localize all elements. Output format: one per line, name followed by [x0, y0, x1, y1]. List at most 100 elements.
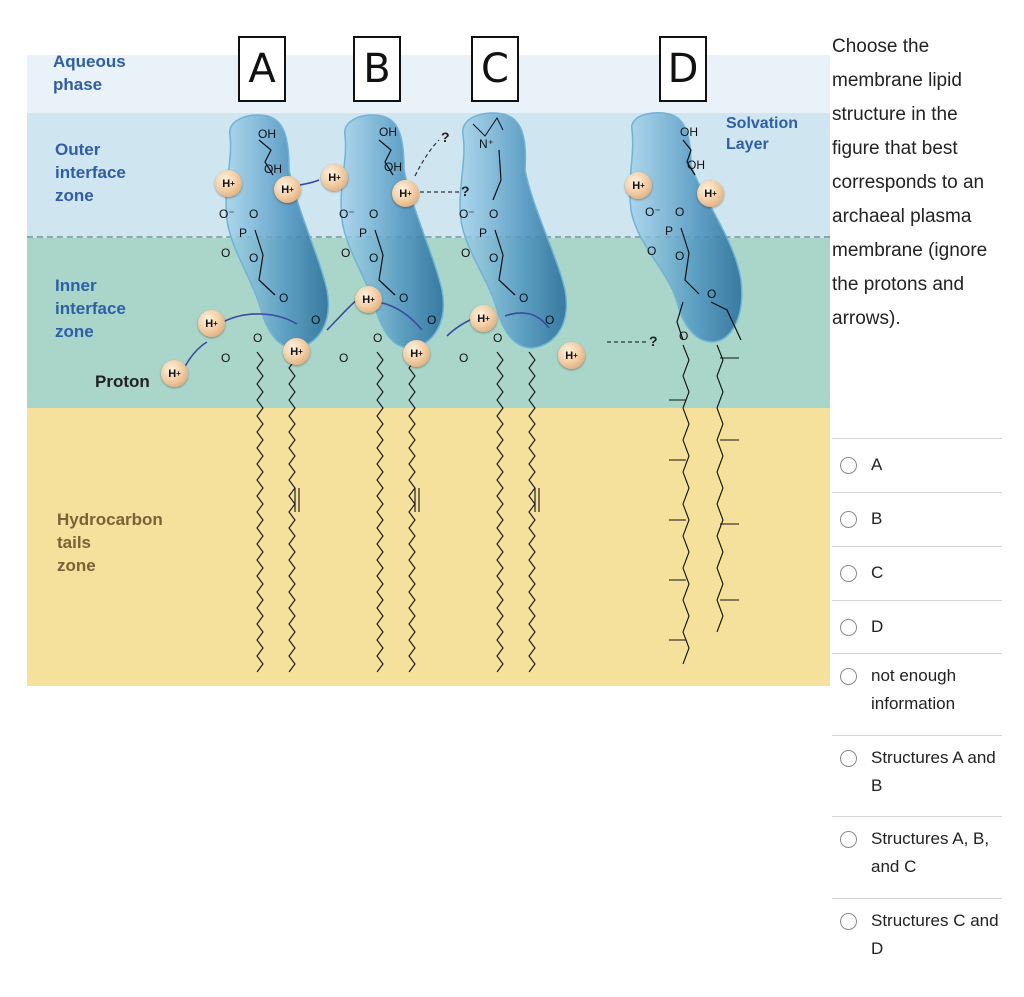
svg-text:P: P: [479, 226, 487, 240]
svg-text:O: O: [399, 291, 408, 305]
headgroup-chemistry-a: OH OH O⁻ O P O O O O O O: [219, 127, 320, 365]
radio-option-not-enough-info[interactable]: [840, 668, 857, 685]
radio-option-a[interactable]: [840, 457, 857, 474]
headgroup-d: [629, 112, 743, 343]
tail-d1: [682, 344, 690, 665]
headgroup-a: [225, 114, 330, 349]
svg-text:O: O: [369, 207, 378, 221]
headgroup-b: [340, 114, 445, 349]
svg-text:O: O: [221, 246, 230, 260]
svg-text:O: O: [311, 313, 320, 327]
hydrocarbon-zone-bg: [27, 408, 830, 686]
radio-option-d[interactable]: [840, 619, 857, 636]
option-a[interactable]: A: [832, 438, 1002, 509]
solvation-layer-label: Solvation Layer: [726, 115, 799, 153]
option-a-b-c[interactable]: Structures A, B, and C: [832, 816, 1002, 893]
unknown-mark-3: ?: [441, 129, 450, 145]
option-c[interactable]: C: [832, 546, 1002, 617]
svg-text:O⁻: O⁻: [645, 205, 661, 219]
svg-text:O: O: [373, 331, 382, 345]
proton-1: H+: [161, 360, 188, 387]
proton-13: H+: [697, 180, 724, 207]
tail-c1: [496, 351, 504, 673]
svg-text:O: O: [369, 251, 378, 265]
svg-text:OH: OH: [264, 162, 282, 176]
proton-5: H+: [283, 338, 310, 365]
svg-text:O: O: [253, 331, 262, 345]
svg-text:O: O: [489, 251, 498, 265]
svg-text:O: O: [519, 291, 528, 305]
proton-12: H+: [625, 172, 652, 199]
aqueous-phase-label: Aqueous phase: [53, 52, 126, 94]
option-not-enough-info[interactable]: not enough information: [832, 653, 1002, 730]
tail-a1: [256, 351, 264, 673]
proton-6: H+: [321, 164, 348, 191]
proton-7: H+: [392, 180, 419, 207]
question-text: Choose the membrane lipid structure in t…: [832, 36, 988, 329]
option-d-label: D: [871, 617, 884, 636]
zone-divider: [27, 236, 830, 238]
radio-option-c-and-d[interactable]: [840, 913, 857, 930]
tail-b1: [376, 351, 384, 673]
svg-text:P: P: [239, 226, 247, 240]
svg-text:O: O: [221, 351, 230, 365]
proton-2: H+: [198, 310, 225, 337]
option-not-enough-info-label: not enough information: [871, 666, 957, 713]
structure-label-a: A: [238, 36, 286, 102]
proton-10: H+: [470, 305, 497, 332]
structure-label-d: D: [659, 36, 707, 102]
proton-11: H+: [558, 342, 585, 369]
svg-text:P: P: [359, 226, 367, 240]
svg-text:O: O: [461, 246, 470, 260]
question-panel: Choose the membrane lipid structure in t…: [832, 30, 1002, 958]
structure-label-b: B: [353, 36, 401, 102]
option-d[interactable]: D: [832, 600, 1002, 671]
svg-text:O: O: [493, 331, 502, 345]
option-a-label: A: [871, 455, 883, 474]
svg-text:O: O: [545, 313, 554, 327]
svg-text:O: O: [679, 329, 688, 343]
tail-a2: [288, 351, 296, 673]
unknown-mark-1: ?: [461, 183, 470, 199]
svg-text:O: O: [427, 313, 436, 327]
proton-9: H+: [403, 340, 430, 367]
option-a-and-b[interactable]: Structures A and B: [832, 735, 1002, 812]
svg-text:O⁻: O⁻: [219, 207, 235, 221]
option-c-and-d[interactable]: Structures C and D: [832, 898, 1002, 975]
headgroup-chemistry-c: N⁺ O⁻ O P O O O O O O: [459, 117, 554, 365]
option-c-and-d-label: Structures C and D: [871, 911, 999, 958]
radio-option-a-and-b[interactable]: [840, 750, 857, 767]
radio-option-a-b-c[interactable]: [840, 831, 857, 848]
tail-b2: [408, 351, 416, 673]
svg-text:O: O: [249, 251, 258, 265]
svg-text:OH: OH: [379, 125, 397, 139]
radio-option-c[interactable]: [840, 565, 857, 582]
hydrocarbon-label: Hydrocarbon tails zone: [57, 510, 163, 575]
svg-text:O⁻: O⁻: [339, 207, 355, 221]
option-c-label: C: [871, 563, 884, 582]
proton-4: H+: [274, 176, 301, 203]
svg-text:P: P: [665, 224, 673, 238]
structure-label-c: C: [471, 36, 519, 102]
membrane-figure: Aqueous phase Outer interface zone Inner…: [27, 36, 830, 686]
svg-text:O: O: [339, 351, 348, 365]
svg-text:O: O: [647, 244, 656, 258]
inner-interface-label: Inner interface zone: [55, 276, 126, 341]
svg-text:O⁻: O⁻: [459, 207, 475, 221]
option-a-and-b-label: Structures A and B: [871, 748, 996, 795]
svg-text:N⁺: N⁺: [479, 137, 494, 151]
svg-text:O: O: [279, 291, 288, 305]
svg-text:O: O: [675, 249, 684, 263]
option-a-b-c-label: Structures A, B, and C: [871, 829, 990, 876]
tail-d2: [716, 344, 724, 633]
svg-text:O: O: [341, 246, 350, 260]
option-b-label: B: [871, 509, 883, 528]
svg-text:OH: OH: [384, 160, 402, 174]
option-b[interactable]: B: [832, 492, 1002, 563]
proton-3: H+: [215, 170, 242, 197]
svg-text:OH: OH: [680, 125, 698, 139]
svg-text:OH: OH: [687, 158, 705, 172]
tail-c2: [528, 351, 536, 673]
svg-text:O: O: [675, 205, 684, 219]
radio-option-b[interactable]: [840, 511, 857, 528]
